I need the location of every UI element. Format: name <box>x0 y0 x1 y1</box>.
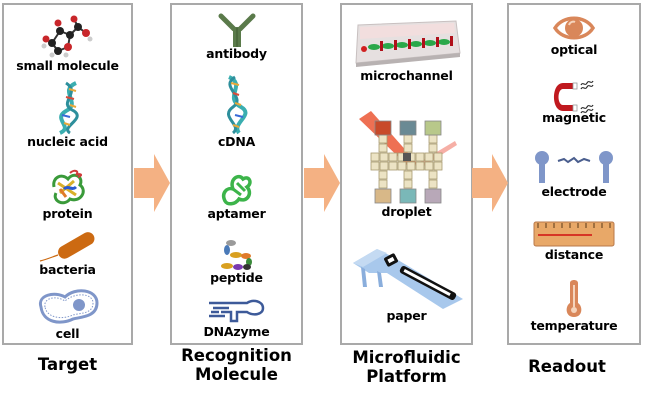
item-cell: cell <box>4 285 131 341</box>
magnet-icon <box>554 80 594 114</box>
item-aptamer: aptamer <box>172 171 301 221</box>
title-line: Molecule <box>195 365 278 384</box>
aptamer-icon <box>221 174 252 206</box>
dna-helix-icon <box>58 81 79 135</box>
item-cdna: cDNA <box>172 75 301 149</box>
item-label: droplet <box>381 204 432 219</box>
item-paper: paper <box>342 243 471 323</box>
molecule-icon <box>41 15 92 58</box>
item-droplet: droplet <box>342 111 471 219</box>
item-peptide: peptide <box>172 239 301 285</box>
thermometer-icon <box>566 280 582 317</box>
item-label: temperature <box>530 318 618 333</box>
item-label: antibody <box>206 46 267 61</box>
title-line: Readout <box>528 357 606 376</box>
peptide-icon <box>220 240 252 270</box>
column-title-readout: Readout <box>500 357 634 376</box>
column-title-target: Target <box>2 355 133 374</box>
item-label: bacteria <box>39 262 96 277</box>
cell-icon <box>38 289 99 324</box>
arrow-right-icon <box>134 154 170 212</box>
electrode-icon <box>535 151 613 183</box>
ruler-icon <box>533 221 615 247</box>
item-electrode: electrode <box>509 149 639 199</box>
item-temperature: temperature <box>509 279 639 333</box>
droplet-array-icon <box>358 111 457 204</box>
item-label: cell <box>55 326 80 341</box>
item-label: aptamer <box>207 206 266 221</box>
arrow-right-icon <box>472 154 508 212</box>
item-label: nucleic acid <box>27 134 108 149</box>
column-title-microfluidic-platform: Microfluidic Platform <box>340 348 473 386</box>
protein-icon <box>51 169 85 205</box>
item-magnetic: magnetic <box>509 79 639 125</box>
dna-helix-icon <box>226 75 247 135</box>
target-panel: small molecule nucleic acid protein <box>2 3 133 345</box>
item-label: small molecule <box>16 58 119 73</box>
item-nucleic-acid: nucleic acid <box>4 81 131 149</box>
dnazyme-icon <box>208 299 264 323</box>
item-label: electrode <box>541 184 607 199</box>
eye-icon <box>553 16 595 40</box>
item-label: DNAzyme <box>203 324 270 339</box>
antibody-icon <box>218 13 255 47</box>
item-small-molecule: small molecule <box>4 15 131 73</box>
item-label: magnetic <box>542 110 606 125</box>
item-bacteria: bacteria <box>4 229 131 277</box>
arrow-right-icon <box>304 154 340 212</box>
item-optical: optical <box>509 13 639 57</box>
item-label: protein <box>42 206 93 221</box>
item-label: microchannel <box>360 68 453 83</box>
recognition-molecule-panel: antibody cDNA aptamer <box>170 3 303 345</box>
title-line: Microfluidic <box>352 348 461 367</box>
paper-device-icon <box>352 249 463 309</box>
item-label: peptide <box>210 270 263 285</box>
bacteria-icon <box>39 232 94 262</box>
item-distance: distance <box>509 220 639 262</box>
readout-panel: optical magnetic electrode distance <box>507 3 641 345</box>
microfluidic-platform-panel: microchannel droplet <box>340 3 473 345</box>
title-line: Recognition <box>181 346 292 365</box>
item-protein: protein <box>4 167 131 221</box>
item-label: cDNA <box>217 134 256 149</box>
item-label: optical <box>550 42 598 57</box>
item-microchannel: microchannel <box>342 19 471 83</box>
item-label: distance <box>544 247 604 262</box>
item-antibody: antibody <box>172 13 301 61</box>
item-dnazyme: DNAzyme <box>172 299 301 339</box>
microchannel-chip-icon <box>354 20 461 67</box>
title-line: Platform <box>366 367 447 386</box>
column-title-recognition-molecule: Recognition Molecule <box>170 346 303 384</box>
item-label: paper <box>386 308 427 323</box>
title-line: Target <box>37 355 98 374</box>
